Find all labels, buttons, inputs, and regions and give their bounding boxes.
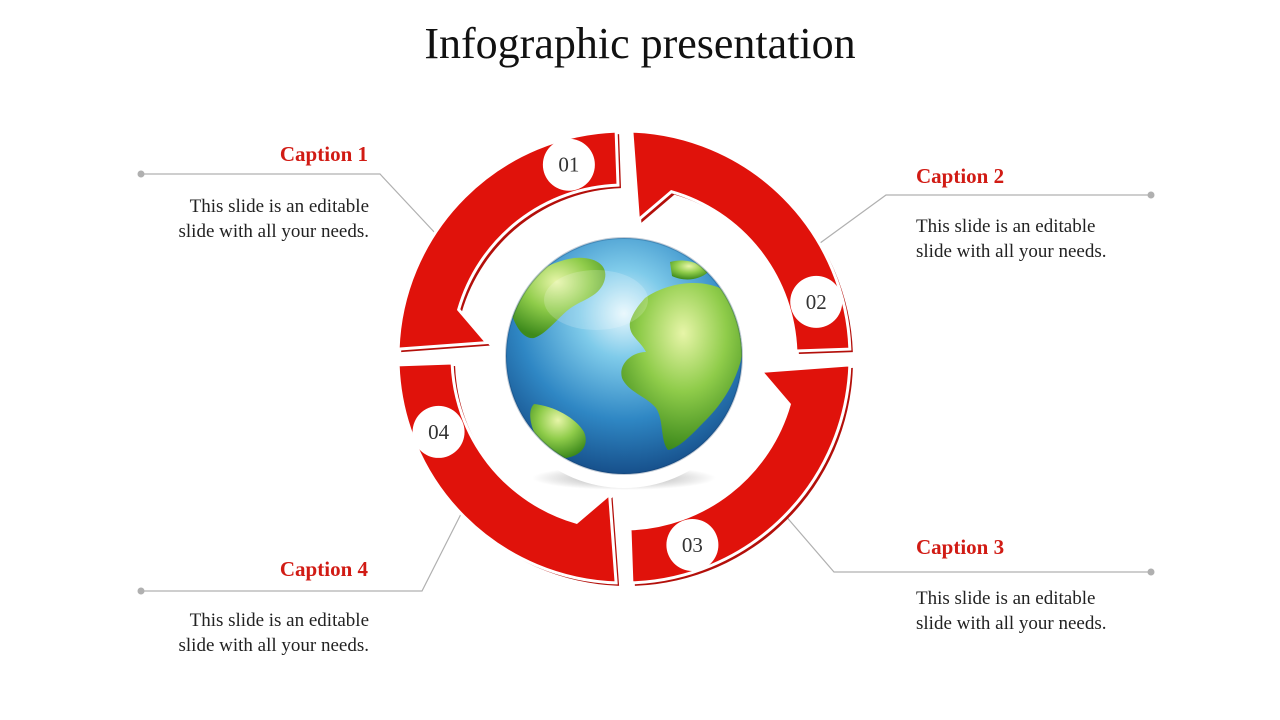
caption-2: Caption 2 [916, 164, 1005, 188]
connector-3 [783, 513, 1151, 573]
step-number-2: 02 [806, 290, 827, 314]
step-badge-1 [542, 138, 595, 191]
step-number-3: 03 [682, 533, 703, 557]
slide-title: Infographic presentation [424, 19, 856, 68]
caption-4-text-line1: This slide is an editable [189, 610, 369, 631]
step-numbers: 01 02 03 04 [412, 138, 843, 571]
caption-1: Caption 1 [279, 142, 368, 166]
connector-dot-4 [137, 587, 145, 595]
caption-3-text-line2: slide with all your needs. [916, 613, 1107, 634]
caption-4: Caption 4 [279, 557, 368, 581]
caption-1-text-line1: This slide is an editable [189, 196, 369, 217]
connector-dot-2 [1147, 191, 1155, 199]
globe-icon [492, 224, 756, 490]
step-number-1: 01 [558, 153, 579, 177]
connector-1 [141, 173, 437, 235]
step-badge-2 [790, 275, 843, 328]
caption-2-text-line2: slide with all your needs. [916, 241, 1107, 262]
caption-1-text: This slide is an editable slide with all… [179, 194, 370, 244]
connector-lines [137, 170, 1155, 595]
caption-3-text-line1: This slide is an editable [916, 588, 1096, 609]
step-badge-3 [666, 518, 719, 571]
caption-2-text-line1: This slide is an editable [916, 216, 1096, 237]
caption-3-text: This slide is an editable slide with all… [916, 586, 1107, 636]
step-number-4: 04 [428, 420, 450, 444]
caption-3: Caption 3 [916, 535, 1005, 559]
caption-1-text-line2: slide with all your needs. [178, 221, 370, 242]
step-badge-4 [412, 405, 465, 458]
connector-4 [141, 511, 463, 592]
caption-4-text-line2: slide with all your needs. [178, 635, 370, 656]
connector-2 [815, 194, 1151, 247]
connector-dot-3 [1147, 568, 1155, 576]
connector-dot-1 [137, 170, 145, 178]
caption-4-text: This slide is an editable slide with all… [179, 608, 370, 658]
caption-2-text: This slide is an editable slide with all… [916, 214, 1107, 264]
